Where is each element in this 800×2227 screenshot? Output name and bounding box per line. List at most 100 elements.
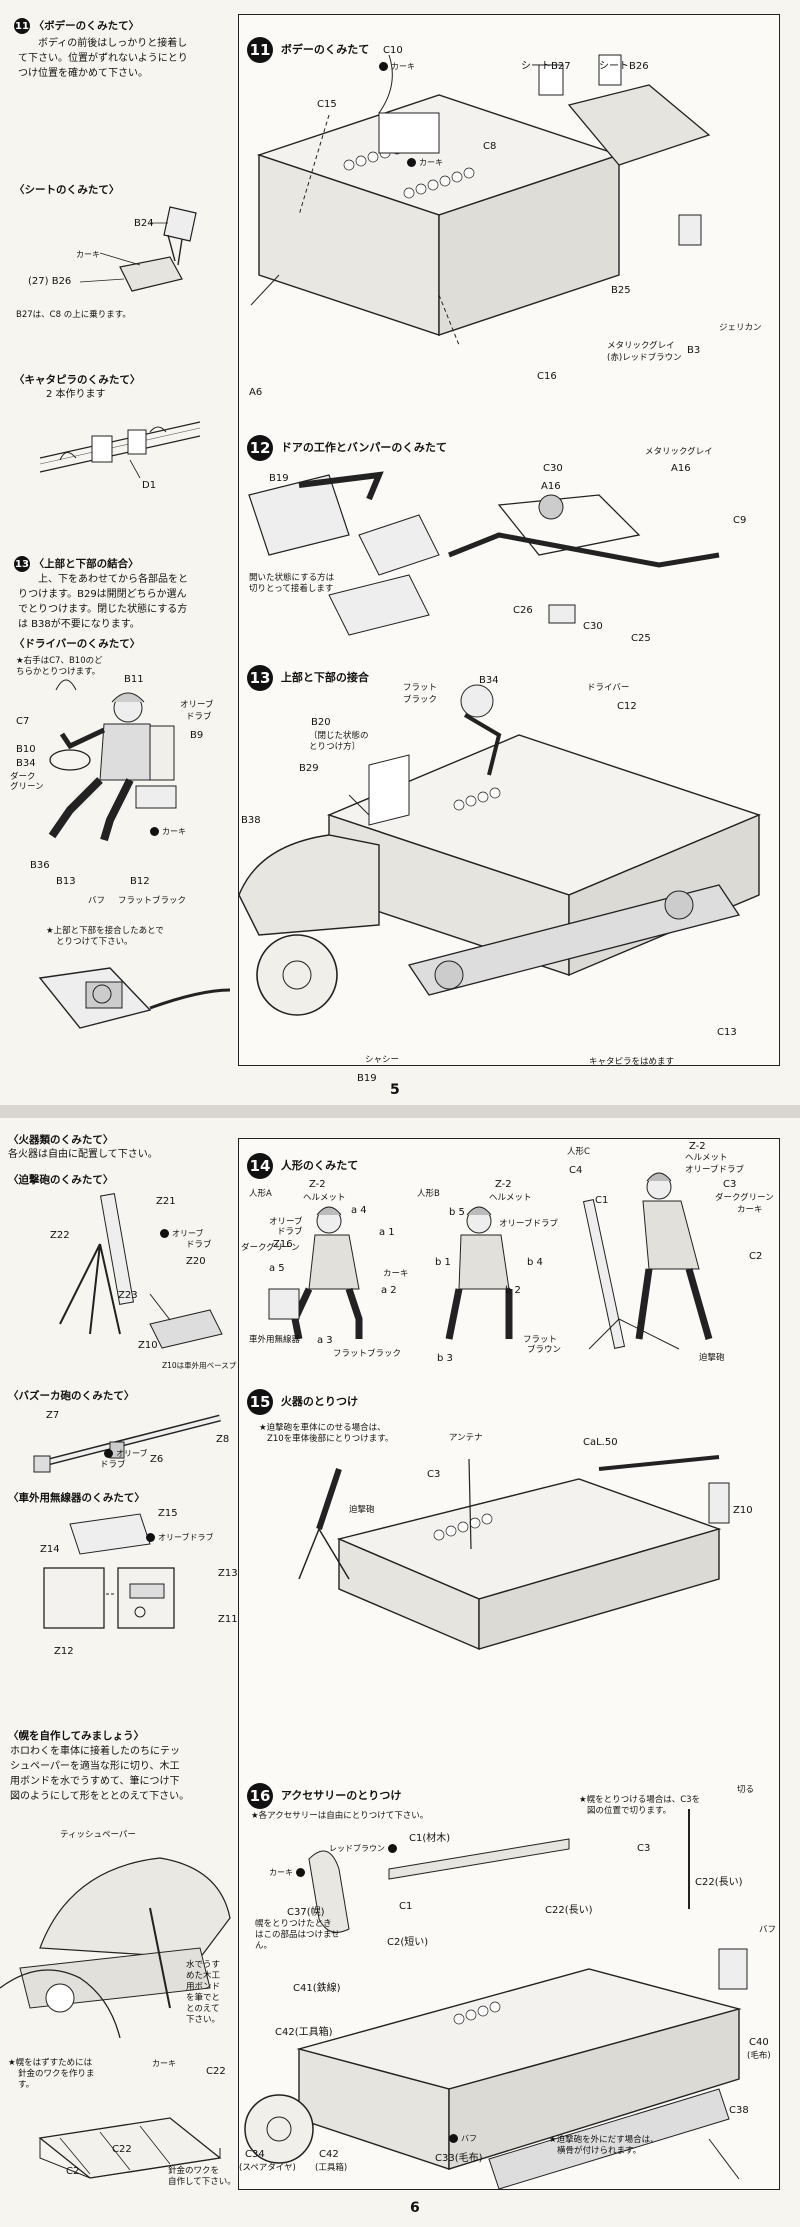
step-number-badge: 12 bbox=[247, 435, 273, 461]
body-note-heading: 11 〈ボデーのくみたて〉 bbox=[14, 18, 140, 34]
label-z6: Z6 bbox=[150, 1454, 164, 1465]
label-c40: C40 bbox=[749, 2037, 769, 2048]
label-c2-short: C2(短い) bbox=[387, 1937, 429, 1948]
label-c41: C41(鉄線) bbox=[293, 1983, 341, 1994]
seat-note: B27は、C8 の上に乗ります。 bbox=[16, 310, 131, 320]
color-callout-khaki: カーキ bbox=[152, 2059, 176, 2068]
left-column-notes: 11 〈ボデーのくみたて〉 ボディの前後はしっかりと接着し て下さい。位置がずれ… bbox=[0, 0, 236, 1105]
label-z20: Z20 bbox=[186, 1256, 206, 1267]
join-heading: 13 〈上部と下部の結合〉 bbox=[14, 556, 139, 572]
label-external-radio: 車外用無線器 bbox=[249, 1335, 301, 1345]
label-c22: C22 bbox=[206, 2066, 226, 2077]
label-cal50: CaL.50 bbox=[583, 1437, 618, 1448]
step-15-heading: 15 火器のとりつけ bbox=[247, 1389, 358, 1415]
label-c22-b: C22 bbox=[112, 2144, 132, 2155]
color-green: グリーン bbox=[10, 782, 44, 792]
color-callout-khaki: カーキ bbox=[379, 61, 415, 72]
color-callout-khaki: カーキ bbox=[150, 826, 186, 837]
label-b24: B24 bbox=[134, 218, 154, 229]
color-callout-buff: バフ bbox=[449, 2133, 477, 2144]
label-b38: B38 bbox=[241, 815, 261, 826]
label-b3: b 3 bbox=[437, 1353, 453, 1364]
radio-illustration bbox=[43, 1513, 175, 1629]
c37-note: 幌をとりつけたときはこの部品はつけません。 bbox=[255, 1919, 340, 1951]
weapons-heading: 〈火器類のくみたて〉 bbox=[8, 1134, 114, 1146]
open-door-note: 開いた状態にする方は切りとって接着します bbox=[249, 573, 335, 594]
label-b3: B3 bbox=[687, 345, 701, 356]
weapons-text: 各火器は自由に配置して下さい。 bbox=[8, 1149, 158, 1160]
label-c13: C13 bbox=[717, 1027, 737, 1038]
color-drab: ドラブ bbox=[186, 1240, 212, 1250]
label-b12: B12 bbox=[130, 876, 150, 887]
color-khaki: カーキ bbox=[737, 1205, 763, 1215]
step-12-door-bumper-illustration bbox=[248, 471, 720, 636]
step-16-heading: 16 アクセサリーのとりつけ bbox=[247, 1783, 401, 1809]
label-z7: Z7 bbox=[46, 1410, 60, 1421]
label-a6: A6 bbox=[249, 387, 263, 398]
label-z11: Z11 bbox=[218, 1614, 238, 1625]
step-11-heading: 11 ボデーのくみたて bbox=[247, 37, 369, 63]
step-number-badge: 14 bbox=[247, 1153, 273, 1179]
label-jerrycan: ジェリカン bbox=[719, 323, 762, 333]
step-number-badge: 15 bbox=[247, 1389, 273, 1415]
label-chassis: シャシー bbox=[365, 1055, 400, 1065]
label-c10: C10 bbox=[383, 45, 403, 56]
label-blanket: (毛布) bbox=[747, 2051, 771, 2061]
bazooka-heading: 〈バズーカ砲のくみたて〉 bbox=[8, 1390, 135, 1402]
label-z10: Z10 bbox=[138, 1340, 158, 1351]
color-drab: ドラブ bbox=[277, 1227, 303, 1237]
color-flat: フラット bbox=[403, 683, 438, 693]
label-seat-b26: シートB26 bbox=[599, 61, 649, 72]
step-number-badge: 13 bbox=[14, 556, 30, 572]
label-helmet-c: ヘルメット bbox=[685, 1153, 728, 1163]
color-brown: ブラウン bbox=[527, 1345, 562, 1355]
color-flat-black: フラットブラック bbox=[333, 1349, 402, 1359]
seat-heading: 〈シートのくみたて〉 bbox=[14, 184, 120, 196]
label-fit-tracks: キャタピラをはめます bbox=[589, 1057, 675, 1067]
label-mortar: 迫撃砲 bbox=[349, 1505, 375, 1515]
driver-seat-detail bbox=[38, 967, 231, 1029]
label-a1: a 1 bbox=[379, 1227, 395, 1238]
cut-note: ★幌をとりつける場合は、C3を図の位置で切ります。 bbox=[579, 1795, 701, 1816]
label-c22-long-b: C22(長い) bbox=[545, 1905, 593, 1916]
bazooka-illustration bbox=[33, 1414, 221, 1473]
label-c34: C34 bbox=[245, 2149, 265, 2160]
label-b25: B25 bbox=[611, 285, 631, 296]
label-figure-a: 人形A bbox=[249, 1189, 272, 1199]
label-c37: C37(幌) bbox=[287, 1907, 325, 1918]
label-b2: b 2 bbox=[505, 1285, 521, 1296]
label-c3: C3 bbox=[637, 1843, 651, 1854]
label-b36: B36 bbox=[30, 860, 50, 871]
water-bond-note: 水でうすめた木工 用ボンドを筆でと とのえて下さい。 bbox=[186, 1960, 221, 2025]
label-c33: C33(毛布) bbox=[435, 2153, 483, 2164]
step-14-figures-illustration bbox=[268, 1172, 713, 1350]
label-z8: Z8 bbox=[216, 1434, 230, 1445]
label-z16: Z16 bbox=[273, 1239, 293, 1250]
label-b4: b 4 bbox=[527, 1257, 543, 1268]
canvas-illustration bbox=[0, 1857, 231, 2038]
step-16-accessories-illustration bbox=[244, 1809, 748, 2190]
label-z22: Z22 bbox=[50, 1230, 70, 1241]
label-c42: C42(工具箱) bbox=[275, 2027, 333, 2038]
label-c30: C30 bbox=[543, 463, 563, 474]
label-b19: B19 bbox=[357, 1073, 377, 1084]
label-z10: Z10 bbox=[733, 1505, 753, 1516]
label-c3: C3 bbox=[427, 1469, 441, 1480]
color-flatblack: フラットブラック bbox=[118, 896, 187, 906]
mortar-illustration bbox=[59, 1193, 223, 1349]
color-drab: ドラブ bbox=[100, 1460, 126, 1470]
color-metallic-grey: メタリックグレイ bbox=[607, 341, 675, 351]
color-olive: オリーブ bbox=[180, 700, 214, 710]
steps-11-13-frame: 11 ボデーのくみたて C10 カーキ シートB27 シートB26 C15 カ bbox=[238, 14, 780, 1084]
label-b34: B34 bbox=[479, 675, 499, 686]
label-z14: Z14 bbox=[40, 1544, 60, 1555]
b20-note: 〔閉じた状態のとりつけ方〕 bbox=[309, 731, 369, 752]
steps-14-16-frame: 14 人形のくみたて 人形A Z-2 ヘルメット 人形B Z-2 ヘルメット 人… bbox=[238, 1138, 780, 2190]
color-dark-green: ダークグリーン bbox=[241, 1243, 300, 1253]
page-number: 5 bbox=[390, 1082, 400, 1098]
left-column-notes: 〈火器類のくみたて〉 各火器は自由に配置して下さい。 〈迫撃砲のくみたて〉 Z2… bbox=[0, 1118, 281, 2227]
page-gap bbox=[0, 1105, 800, 1118]
driver-illustration bbox=[48, 679, 177, 842]
label-z12: Z12 bbox=[54, 1646, 74, 1657]
driver-note: ★右手はC7、B10のどちらかとりつけます。 bbox=[16, 656, 103, 677]
